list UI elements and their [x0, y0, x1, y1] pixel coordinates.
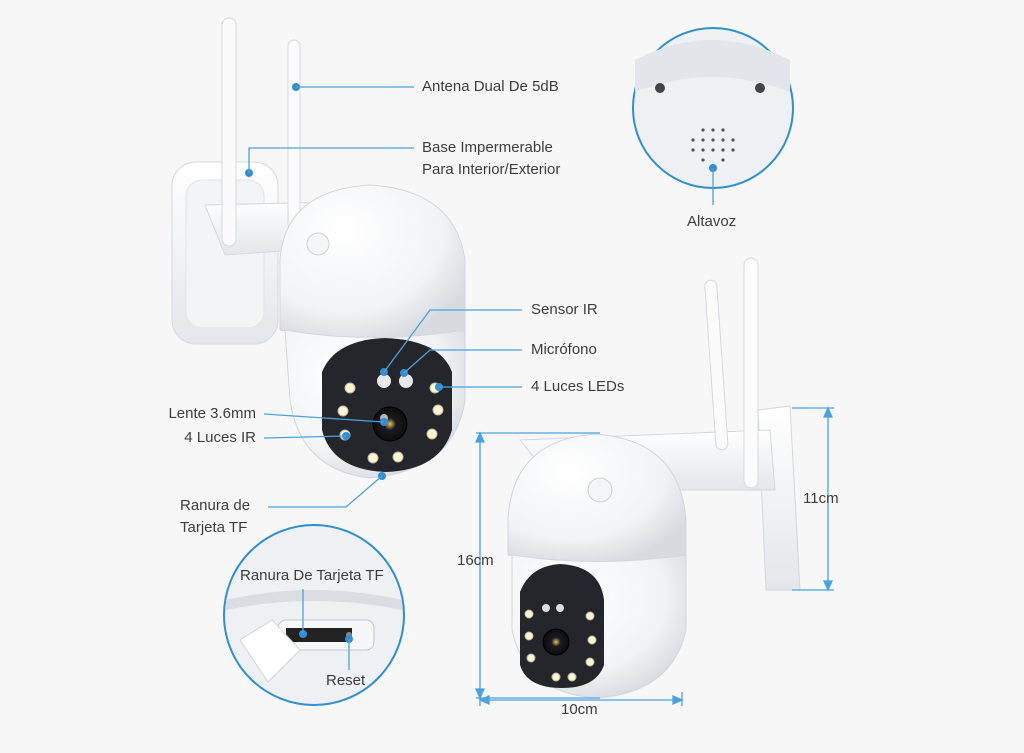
label-tf-slot-line2: Tarjeta TF — [180, 519, 248, 536]
label-speaker: Altavoz — [687, 213, 737, 230]
label-antenna: Antena Dual De 5dB — [422, 78, 559, 95]
label-leds: 4 Luces LEDs — [531, 378, 625, 395]
label-reset: Reset — [326, 672, 366, 689]
tf-slot-zoom — [223, 524, 405, 706]
ir-sensor — [377, 374, 391, 388]
speaker-grille — [691, 128, 735, 162]
label-base-line1: Base Impermerable — [422, 139, 553, 156]
label-ir-lights: 4 Luces IR — [184, 429, 256, 446]
side-camera — [507, 257, 801, 699]
antenna-left — [221, 17, 237, 247]
upper-housing — [279, 184, 466, 340]
label-ir-sensor: Sensor IR — [531, 301, 598, 318]
label-microphone: Micrófono — [531, 341, 597, 358]
antenna-right — [287, 39, 301, 231]
microphone-port — [399, 374, 413, 388]
lens — [372, 406, 408, 442]
face-plate — [322, 338, 452, 472]
dimension-lines — [474, 406, 834, 706]
label-base-line2: Para Interior/Exterior — [422, 161, 561, 178]
dimension-height: 16cm — [457, 552, 494, 569]
dimension-depth: 11cm — [803, 490, 839, 507]
dimension-width: 10cm — [561, 701, 598, 718]
speaker-zoom — [632, 27, 794, 205]
label-tf-slot-line1: Ranura de — [180, 497, 251, 514]
label-lens: Lente 3.6mm — [168, 405, 256, 422]
housing-button — [306, 232, 330, 256]
main-camera — [171, 17, 522, 508]
label-tf-slot-zoom: Ranura De Tarjeta TF — [240, 567, 384, 584]
